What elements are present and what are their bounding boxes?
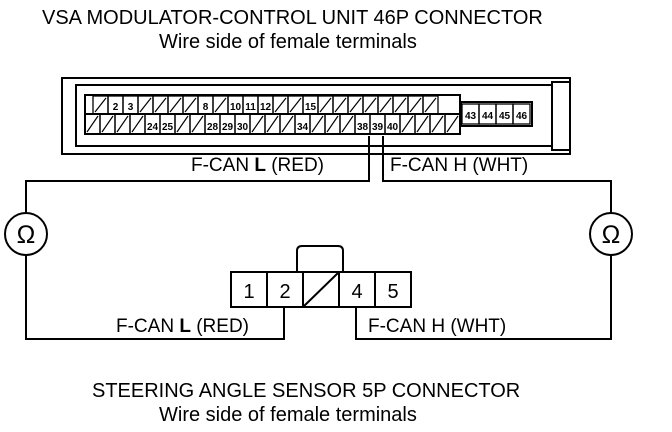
empty-terminal-slash bbox=[424, 97, 437, 113]
terminal-label-2: 2 bbox=[113, 102, 119, 113]
terminal-label-12: 12 bbox=[260, 102, 272, 113]
terminal-label-10: 10 bbox=[230, 102, 242, 113]
terminal-label-29: 29 bbox=[222, 122, 234, 133]
pin-1-label: 1 bbox=[243, 281, 254, 303]
f-can-h-upper-wire bbox=[382, 136, 612, 213]
terminal-label-45: 45 bbox=[499, 111, 511, 122]
empty-terminal-slash bbox=[191, 115, 204, 133]
f-can-l-upper-wire bbox=[25, 136, 370, 213]
unused-pin-slash bbox=[302, 271, 340, 308]
f-can-l-lower-wire bbox=[25, 255, 285, 340]
empty-terminal-slash bbox=[289, 97, 302, 113]
empty-terminal-slash bbox=[409, 97, 422, 113]
steering-5p-connector: 1 2 4 5 bbox=[230, 245, 412, 308]
terminal-label-43: 43 bbox=[465, 111, 477, 122]
empty-terminal-slash bbox=[94, 97, 107, 113]
terminal-label-44: 44 bbox=[482, 111, 494, 122]
terminal-46 bbox=[512, 103, 531, 125]
top-f-can-h-label: F-CAN H (WHT) bbox=[390, 155, 529, 176]
ohmmeter-left: Ω bbox=[4, 212, 48, 256]
terminal-label-40: 40 bbox=[387, 122, 399, 133]
empty-terminal-slash bbox=[184, 97, 197, 113]
empty-terminal-slash bbox=[401, 115, 414, 133]
connector-body bbox=[230, 271, 412, 308]
terminal-label-25: 25 bbox=[162, 122, 174, 133]
empty-terminal-slash bbox=[431, 115, 444, 133]
empty-terminal-slash bbox=[446, 115, 459, 133]
empty-terminal-slash bbox=[281, 115, 294, 133]
empty-terminal-slash bbox=[319, 97, 332, 113]
empty-terminal-slash bbox=[364, 97, 377, 113]
ohm-symbol-right: Ω bbox=[602, 221, 621, 249]
f-can-h-lower-wire bbox=[355, 255, 612, 340]
top-connector-subtitle: Wire side of female terminals bbox=[159, 31, 417, 53]
empty-terminal-slash bbox=[139, 97, 152, 113]
empty-terminal-slash bbox=[349, 97, 362, 113]
terminal-label-11: 11 bbox=[245, 102, 256, 113]
pin-5-label: 5 bbox=[387, 281, 398, 303]
terminal-label-24: 24 bbox=[147, 122, 159, 133]
terminal-label-30: 30 bbox=[237, 122, 249, 133]
bottom-connector-subtitle: Wire side of female terminals bbox=[159, 404, 417, 426]
terminal-label-34: 34 bbox=[297, 122, 309, 133]
top-connector-title: VSA MODULATOR-CONTROL UNIT 46P CONNECTOR bbox=[42, 7, 543, 29]
terminal-label-15: 15 bbox=[305, 102, 317, 113]
empty-terminal-slash bbox=[251, 115, 264, 133]
terminal-label-38: 38 bbox=[357, 122, 369, 133]
bottom-connector-title: STEERING ANGLE SENSOR 5P CONNECTOR bbox=[92, 380, 521, 402]
ohmmeter-left-circle bbox=[4, 212, 48, 256]
empty-terminal-slash bbox=[86, 115, 99, 133]
bottom-f-can-l-label: F-CAN L (RED) bbox=[116, 316, 249, 337]
terminal-label-28: 28 bbox=[207, 122, 219, 133]
terminal-label-3: 3 bbox=[128, 102, 134, 113]
empty-terminal-slash bbox=[176, 115, 189, 133]
empty-terminal-slash bbox=[311, 115, 324, 133]
ohmmeter-right-circle bbox=[589, 212, 633, 256]
connector-latch bbox=[551, 81, 571, 151]
pin-4-label: 4 bbox=[351, 281, 362, 303]
wiring-lines bbox=[25, 136, 612, 340]
empty-terminal-slash bbox=[274, 97, 287, 113]
top-f-can-l-label: F-CAN L (RED) bbox=[191, 155, 324, 176]
empty-terminal-slash bbox=[214, 97, 227, 113]
empty-terminal-slash bbox=[341, 115, 354, 133]
bottom-f-can-h-label: F-CAN H (WHT) bbox=[368, 316, 507, 337]
empty-terminal-slash bbox=[379, 97, 392, 113]
terminal-block-right bbox=[460, 101, 533, 127]
connector-housing-outer bbox=[61, 77, 571, 155]
empty-terminal-slash bbox=[116, 115, 129, 133]
empty-terminal-slash bbox=[101, 115, 114, 133]
empty-terminal-slash bbox=[394, 97, 407, 113]
connector-lock-tab bbox=[296, 245, 344, 272]
empty-terminal-slash bbox=[154, 97, 167, 113]
empty-terminal-slash bbox=[266, 115, 279, 133]
pin-2-label: 2 bbox=[279, 281, 290, 303]
terminal-label-39: 39 bbox=[372, 122, 384, 133]
empty-terminal-slash bbox=[326, 115, 339, 133]
terminal-label-46: 46 bbox=[516, 111, 528, 122]
empty-terminal-slash bbox=[416, 115, 429, 133]
terminal-44 bbox=[444, 113, 461, 135]
ohmmeter-right: Ω bbox=[589, 212, 633, 256]
ohm-symbol-left: Ω bbox=[17, 221, 36, 249]
empty-terminal-slash bbox=[334, 97, 347, 113]
terminal-label-8: 8 bbox=[203, 102, 209, 113]
empty-terminal-slash bbox=[131, 115, 144, 133]
empty-terminal-slash bbox=[169, 97, 182, 113]
